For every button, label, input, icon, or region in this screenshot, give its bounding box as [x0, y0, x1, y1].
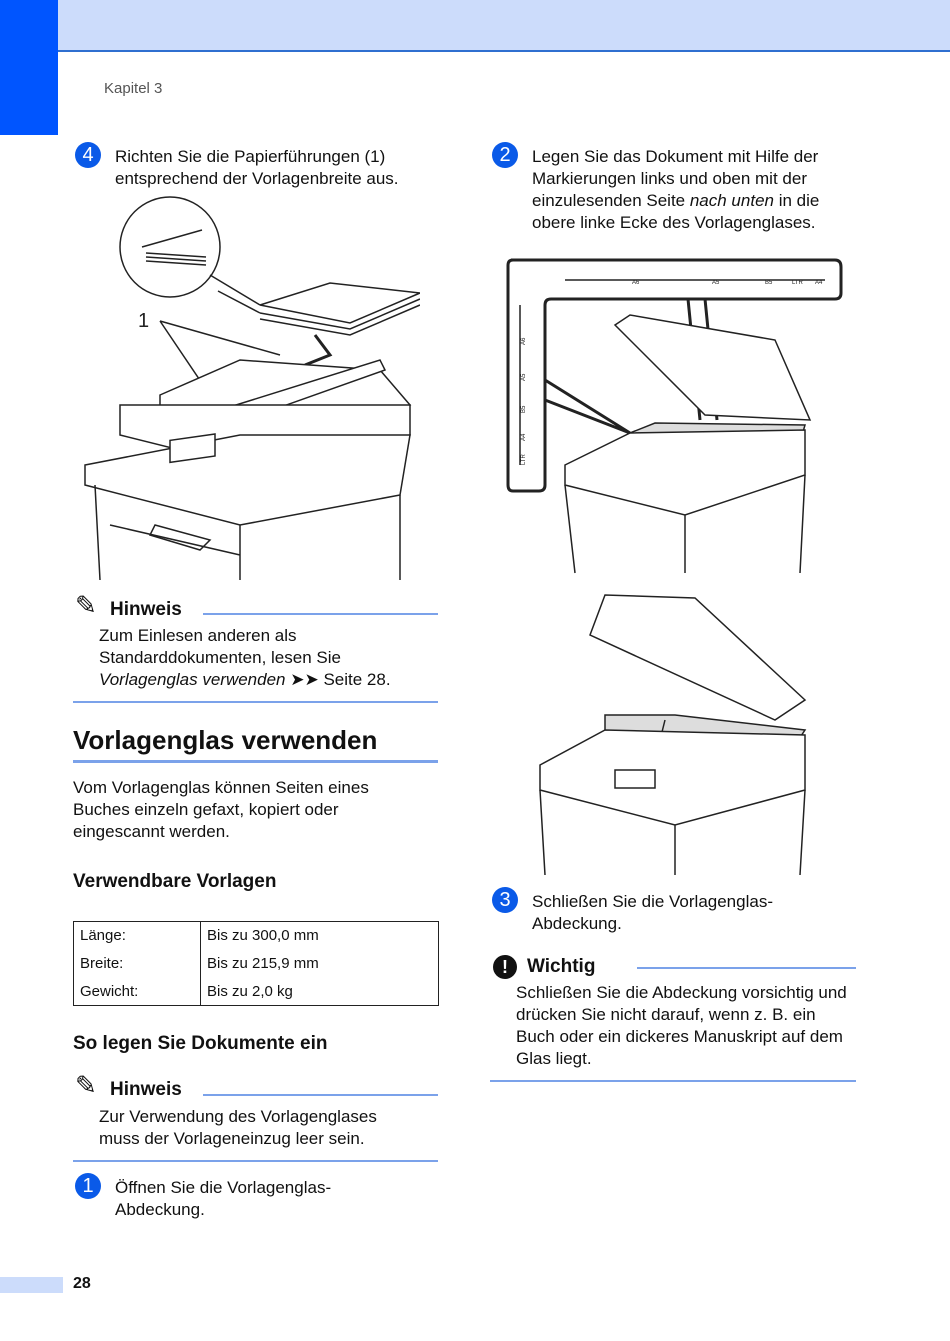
step-2-text: Legen Sie das Dokument mit Hilfe der Mar… — [532, 147, 820, 232]
warning-text: Schließen Sie die Abdeckung vorsichtig u… — [516, 983, 847, 1068]
warning-title: Wichtig — [527, 956, 596, 977]
closed-cover-book-illustration — [539, 594, 807, 875]
page-number: 28 — [73, 1275, 91, 1292]
step-1-text: Öffnen Sie die Vorlagenglas-Abdeckung. — [115, 1178, 332, 1219]
note-2-title: Hinweis — [110, 1079, 182, 1100]
section-title-rule — [73, 760, 438, 763]
section-title: Vorlagenglas verwenden — [73, 725, 378, 755]
note-1-top-rule — [203, 613, 438, 615]
step-number-2: 2 — [492, 142, 518, 168]
scale-left-a4: A4 — [521, 433, 527, 441]
footer-bar — [0, 1277, 63, 1293]
note-2-top-rule — [203, 1094, 438, 1096]
link-vorlagenglas[interactable]: Vorlagenglas verwenden — [99, 670, 286, 689]
note-pencil-icon: ✎ — [75, 1070, 97, 1100]
table-row: Gewicht:Bis zu 2,0 kg — [73, 977, 439, 1006]
scale-left-b5: B5 — [521, 405, 527, 413]
scale-left-a5: A5 — [521, 373, 527, 381]
step-number-3: 3 — [492, 887, 518, 913]
callout-1: 1 — [138, 310, 149, 332]
scale-top-a4: A4 — [815, 280, 823, 286]
document-glass-markings-illustration: A6 A5 B5 LTR A4 A6 A5 B5 A4 LTR — [506, 258, 843, 574]
note-1-bottom-rule — [73, 701, 438, 703]
scale-left-a6: A6 — [521, 337, 527, 345]
header-bar — [58, 0, 950, 52]
scale-left-ltr: LTR — [521, 453, 527, 465]
scale-top-b5: B5 — [765, 280, 773, 286]
adf-paper-guides-illustration: 1 — [84, 196, 420, 580]
note-pencil-icon: ✎ — [75, 590, 97, 620]
table-row: Länge:Bis zu 300,0 mm — [73, 921, 439, 950]
document-specs-table: Länge:Bis zu 300,0 mm Breite:Bis zu 215,… — [73, 921, 439, 1006]
step-3-text: Schließen Sie die Vorlagenglas-Abdeckung… — [532, 892, 773, 933]
subheading-verwendbare-vorlagen: Verwendbare Vorlagen — [73, 871, 277, 892]
chapter-label: Kapitel 3 — [104, 80, 163, 97]
scale-top-a5: A5 — [712, 280, 720, 286]
note-1-text: Zum Einlesen anderen als Standarddokumen… — [99, 626, 391, 689]
note-1-title: Hinweis — [110, 599, 182, 620]
scale-top-ltr: LTR — [792, 280, 804, 286]
chapter-tab-marker — [0, 0, 58, 135]
warning-icon: ! — [493, 955, 517, 979]
step-number-4: 4 — [75, 142, 101, 168]
subheading-dokumente-einlegen: So legen Sie Dokumente ein — [73, 1033, 328, 1054]
table-row: Breite:Bis zu 215,9 mm — [73, 949, 439, 978]
note-2-text: Zur Verwendung des Vorlagenglases muss d… — [99, 1107, 377, 1148]
scale-top-a6: A6 — [632, 280, 640, 286]
note-2-bottom-rule — [73, 1160, 438, 1162]
warning-bottom-rule — [490, 1080, 856, 1082]
warning-top-rule — [637, 967, 856, 969]
section-text: Vom Vorlagenglas können Seiten eines Buc… — [73, 778, 369, 841]
step-number-1: 1 — [75, 1173, 101, 1199]
step-4-text: Richten Sie die Papierführungen (1) ents… — [115, 147, 399, 188]
